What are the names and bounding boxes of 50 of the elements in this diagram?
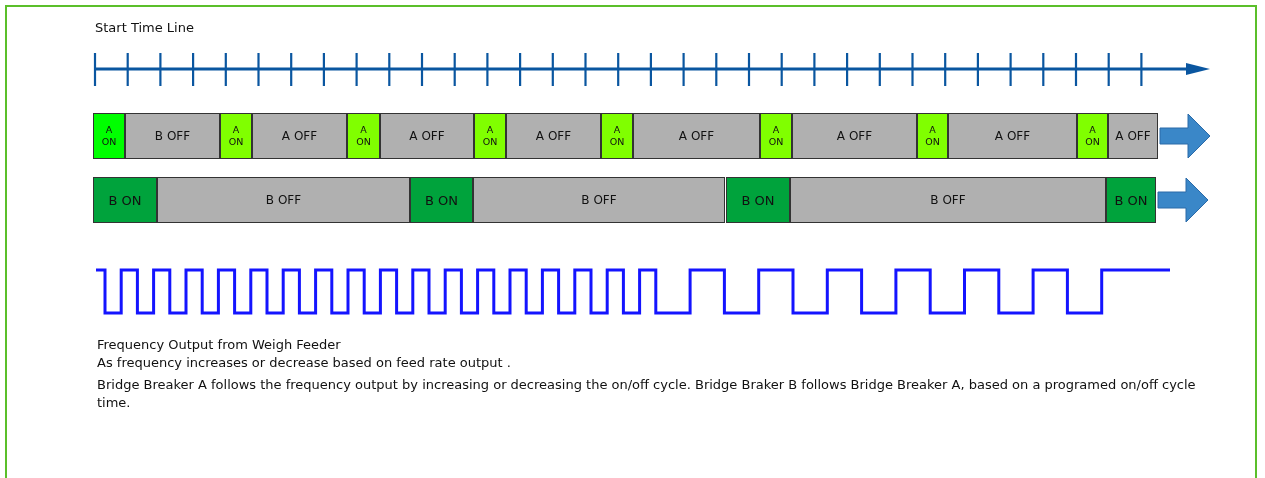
on-segment <box>726 177 790 223</box>
segment-label: A ON <box>767 124 785 148</box>
on-segment <box>347 113 380 159</box>
segment-label: A ON <box>608 124 626 148</box>
on-segment <box>474 113 506 159</box>
on-segment <box>93 113 125 159</box>
on-segment <box>1106 177 1156 223</box>
on-segment <box>410 177 473 223</box>
segment-label: A OFF <box>678 128 715 144</box>
off-segment <box>473 177 725 223</box>
segment-label: A OFF <box>836 128 873 144</box>
note-text: As frequency increases or decrease based on feed rate output . <box>97 354 512 372</box>
segment-label: A OFF <box>409 128 445 144</box>
off-segment <box>633 113 760 159</box>
waveform-caption: Frequency Output from Weigh Feeder <box>97 336 342 354</box>
note-text: Bridge Breaker A follows the frequency output by increasing or decreasing the on/off cycle. Bridge Braker B follows Bridge Breaker A, based on a programed on/off cycle time. <box>97 376 1197 412</box>
on-segment <box>760 113 792 159</box>
segment-label: A ON <box>924 124 941 148</box>
segment-label: A ON <box>227 124 245 148</box>
off-segment <box>252 113 347 159</box>
segment-label: B ON <box>108 192 142 208</box>
off-segment <box>157 177 410 223</box>
on-segment <box>601 113 633 159</box>
segment-label: A OFF <box>994 128 1031 144</box>
segment-label: A OFF <box>1115 128 1151 144</box>
segment-label: A OFF <box>535 128 572 144</box>
off-segment <box>380 113 474 159</box>
segment-label: B OFF <box>581 192 617 208</box>
segment-label: A ON <box>481 124 499 148</box>
on-segment <box>917 113 948 159</box>
segment-label: B ON <box>425 192 458 208</box>
off-segment <box>125 113 220 159</box>
segment-label: B ON <box>741 192 775 208</box>
segment-label: A ON <box>100 124 118 148</box>
segment-label: B OFF <box>265 192 302 208</box>
segment-label: A ON <box>355 124 372 148</box>
on-segment <box>220 113 252 159</box>
segment-label: B OFF <box>930 192 966 208</box>
on-segment <box>1077 113 1108 159</box>
off-segment <box>792 113 917 159</box>
segment-label: B ON <box>1114 192 1148 208</box>
timeline-title: Start Time Line <box>95 19 195 37</box>
on-segment <box>93 177 157 223</box>
off-segment <box>790 177 1106 223</box>
segment-label: A ON <box>1084 124 1101 148</box>
off-segment <box>948 113 1077 159</box>
off-segment <box>1108 113 1158 159</box>
segment-label: B OFF <box>154 128 191 144</box>
off-segment <box>506 113 601 159</box>
segment-label: A OFF <box>281 128 318 144</box>
